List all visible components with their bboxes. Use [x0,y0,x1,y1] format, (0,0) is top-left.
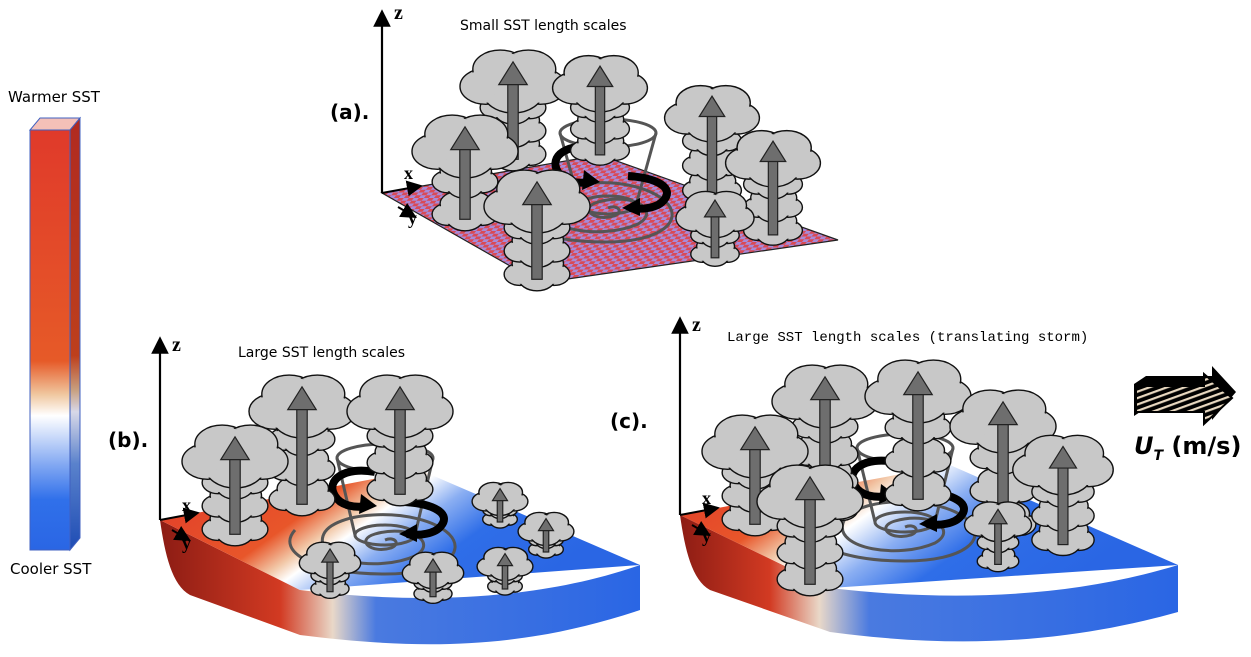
panel-c-title: Large SST length scales (translating sto… [727,330,1089,346]
cloud-icon [675,190,755,267]
rotation-arrow-icon [919,514,937,532]
panel-c-x-axis [679,502,720,519]
colorbar-top-label: Warmer SST [8,88,100,106]
translation-subscript: T [1153,447,1164,464]
panel-c-z-label: z [692,314,701,336]
rotation-arrow-icon [622,198,640,216]
updraft-arrow-icon [759,139,787,236]
updraft-arrow-icon [703,198,727,259]
updraft-arrow-icon [521,180,553,280]
updraft-arrow-icon [320,547,340,593]
spiral-icon [288,513,457,576]
updraft-arrow-icon [384,385,416,495]
cloud-icon [401,551,465,605]
rotation-arrow-icon [627,172,671,213]
rotation-arrow-icon [399,524,417,542]
panel-c-sst-slab-front [680,515,1178,642]
rotation-arrow-icon [404,498,448,539]
panel-b-y-label: y [182,533,191,553]
panel-c-y-axis [691,521,711,537]
panel-b-x-label: x [182,495,191,515]
cloud-icon [476,546,534,596]
translation-arrow-icon [1134,366,1236,427]
updraft-arrow-icon [794,475,826,585]
panel-b-z-label: z [172,334,181,356]
cloud-icon [298,541,362,600]
updraft-arrow-icon [537,517,555,553]
panel-b-y-axis [171,526,191,542]
cloud-icon [864,359,972,512]
cloud-icon [517,511,575,559]
updraft-arrow-icon [423,557,443,598]
panel-a-z-label: z [394,2,403,24]
rotation-arrow-icon [359,494,377,514]
updraft-arrow-icon [449,125,481,220]
translation-units: (m/s) [1171,432,1242,460]
updraft-arrow-icon [219,435,251,535]
panel-b-title: Large SST length scales [238,345,406,361]
panel-c-y-label: y [702,526,711,546]
panel-a-title: Small SST length scales [460,18,627,34]
colorbar-bottom-label: Cooler SST [10,560,92,578]
cloud-icon [663,84,761,206]
panel-a-y-axis [397,203,417,219]
cloud-icon [1012,434,1114,557]
translation-symbol: U [1134,432,1154,460]
panel-a-y-label: y [408,208,417,228]
panel-a-x-label: x [404,163,413,183]
cloud-icon [346,374,454,507]
updraft-arrow-icon [1048,445,1078,546]
updraft-arrow-icon [987,508,1009,566]
updraft-arrow-icon [286,385,318,505]
panel-b-letter: (b). [108,428,149,452]
cloud-icon [459,49,567,172]
updraft-arrow-icon [496,552,514,590]
translation-speed-label: UT (m/s) [1134,432,1241,464]
sst-colorbar [28,116,82,552]
panel-a-letter: (a). [330,100,370,124]
updraft-arrow-icon [739,425,771,525]
cloud-icon [181,424,289,547]
panel-b-sst-slab-front [160,520,640,645]
updraft-arrow-icon [586,64,614,156]
cloud-icon [724,129,822,246]
cloud-icon [411,114,519,232]
cloud-towers [181,49,1114,605]
cloud-icon [248,374,356,517]
cloud-icon [756,464,864,597]
panel-b-x-axis [159,507,200,524]
panel-c-x-label: x [702,488,711,508]
updraft-arrow-icon [902,370,934,500]
panel-a-x-axis [381,180,423,197]
rotation-arrow-icon [328,466,376,511]
cloud-icon [963,501,1033,573]
panel-c-letter: (c). [610,409,648,433]
rotation-arrow-icon [582,170,600,190]
cloud-icon [551,54,649,166]
updraft-arrow-icon [491,487,509,523]
cloud-icon [483,169,591,292]
cloud-icon [471,481,529,529]
